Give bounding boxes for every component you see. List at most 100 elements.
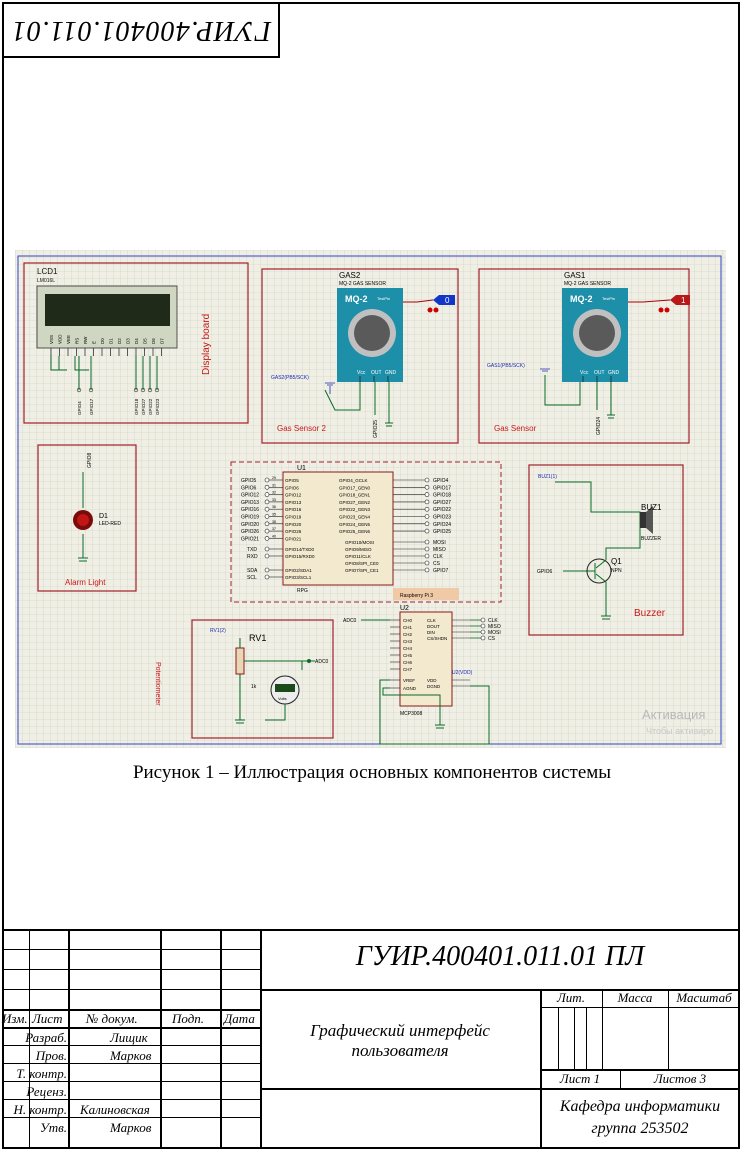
lcd-net-label: GPIO23 (155, 398, 160, 415)
lcd-pin-label: D2 (117, 338, 122, 344)
gas2-chip: MQ-2 (345, 294, 368, 304)
rpi-right-inner: GPIO17_GEN0 (339, 485, 371, 490)
rpi-right-pin-dot (424, 514, 430, 519)
lcd-model: LM016L (37, 278, 55, 284)
rpi-left-inner: GPIO16 (285, 507, 302, 512)
gas1-ref: GAS1 (564, 271, 586, 280)
gas-pin-label: GND (385, 370, 397, 376)
pot-value: 1k (251, 684, 257, 690)
role-3: Реценз. (26, 1084, 67, 1099)
transistor-type: NPN (611, 568, 622, 574)
pot-out: ADC0 (315, 659, 329, 665)
sheet-label: Лист 1 (559, 1071, 601, 1086)
col-date: Дата (224, 1011, 255, 1026)
adc-right-pin: CLK (427, 618, 436, 623)
rpi-left-num: 35 (272, 513, 276, 517)
lcd-net-label: GPIO27 (141, 398, 146, 415)
alarm-light-block: GPIO8 D1 LED-RED Alarm Light (37, 444, 137, 592)
rpi-i2c-inner: GPIO2/SDA1 (285, 568, 312, 573)
document-title-line1: Графический интерфейс (310, 1021, 490, 1040)
lcd-net-pin (154, 387, 160, 393)
gas1-net-in: GAS1(PB5/SCK) (487, 363, 525, 369)
rpi-right-pin: GPIO23 (433, 515, 451, 521)
rpi-left-num: 33 (272, 498, 276, 502)
role-4: Н. контр. (13, 1102, 67, 1117)
activation-watermark: Активация (642, 707, 706, 722)
rpi-left-pin-dot (264, 485, 270, 490)
name-4: Калиновская (80, 1102, 150, 1117)
lcd-pin-label: D6 (151, 338, 156, 344)
rpi-spi-pin: MOSI (433, 540, 446, 546)
lcd-net-label: GPIO17 (89, 398, 94, 415)
adc-left-pin: CH7 (403, 667, 412, 672)
rpi-i2c-inner: GPIO3/SCL1 (285, 575, 312, 580)
rpi-right-inner: GPIO4_GCLK (339, 478, 368, 483)
rpi-i2c-dot (264, 574, 270, 580)
buzzer-ref: BUZ1 (641, 503, 662, 512)
name-0: Лищик (110, 1030, 148, 1045)
rpi-left-pin-dot (264, 514, 270, 519)
name-1: Марков (110, 1048, 152, 1063)
lcd-wire (50, 356, 89, 371)
buzzer-net-in: GPIO6 (537, 569, 553, 575)
lcd-pin-label: VEE (66, 335, 71, 344)
rpi-spi-dot (424, 539, 430, 545)
adc-right-pin: DGND (427, 684, 441, 689)
rpi-uart-inner: GPIO15/RXD0 (285, 554, 315, 559)
rpi-spi-pin: CS (433, 561, 441, 567)
rpi-right-pin-dot (424, 521, 430, 527)
rpi-uart-inner: GPIO14/TXD0 (285, 547, 315, 552)
adc-net-dot (480, 617, 486, 623)
pot-ref: RV1 (249, 633, 266, 643)
title-block: Изм. Лист № докум. Подп. Дата Разраб. Ли… (2, 929, 740, 1149)
department-line1: Кафедра информатики (559, 1098, 721, 1115)
lcd-net-pin (147, 387, 153, 393)
gas-pin-label: Vcc (580, 370, 589, 376)
adc-left-pin: CH6 (403, 660, 412, 665)
adc-right-pin: VDD (427, 678, 437, 683)
rpi-left-num: 36 (272, 505, 276, 509)
rpi-right-pin-dot (424, 485, 430, 490)
rpi-left-inner: GPIO21 (285, 536, 302, 541)
rpi-right-inner: GPIO22_GEN3 (339, 507, 371, 512)
lcd-net-pin (88, 387, 94, 393)
gas2-flag: 0 (445, 296, 450, 305)
rpi-uart-pin: RXD (247, 554, 258, 560)
rpi-left-pin-dot (264, 506, 270, 512)
rpi-i2c-dot (264, 567, 270, 573)
rpi-spi-dot (424, 546, 430, 552)
activation-watermark-sub: Чтобы активиро (646, 726, 714, 736)
rpi-left-pin: GPIO6 (241, 485, 257, 491)
pot-meter: Volts (278, 696, 287, 701)
adc-right-pin: CS/SHDN (427, 636, 447, 641)
adc-right-pin: DOUT (427, 624, 440, 629)
gas1-brand: TestPin (602, 296, 615, 301)
lcd-pin-label: D4 (134, 338, 139, 344)
transistor-ref: Q1 (611, 557, 622, 566)
gas-pin-label: Vcc (357, 370, 366, 376)
adc-left-pin: CH0 (403, 618, 412, 623)
gas1-model: MQ-2 GAS SENSOR (564, 281, 611, 287)
alarm-model: LED-RED (99, 521, 121, 527)
lcd-net-label: GPIO22 (148, 398, 153, 415)
rpi-ref: U1 (297, 465, 306, 472)
adc-net-label: MISO (488, 624, 501, 630)
rpi-left-pin: GPIO21 (241, 536, 259, 542)
gas1-flag: 1 (681, 296, 686, 305)
lcd-pin-label: VSS (49, 335, 54, 344)
rpi-left-pin-dot (264, 521, 270, 527)
rpi-left-pin-dot (264, 477, 270, 483)
rpi-spi-inner: GPIO7/SPI_CE1 (345, 568, 379, 573)
rpi-right-pin-dot (424, 499, 430, 505)
lcd-net-pin (133, 387, 139, 393)
buzzer-block: BUZ1(1) BUZ1 BUZZER GPIO6 Q1 NPN Buzzer (528, 464, 684, 636)
adc-left-pin: CH3 (403, 639, 412, 644)
buzzer-net: BUZ1(1) (538, 474, 557, 480)
rpi-right-pin: GPIO17 (433, 485, 451, 491)
adc-left-pin: AGND (403, 686, 417, 691)
lcd-net-label: GPIO18 (134, 398, 139, 415)
rpi-left-num: 32 (272, 491, 276, 495)
department-line2: группа 253502 (591, 1120, 689, 1137)
